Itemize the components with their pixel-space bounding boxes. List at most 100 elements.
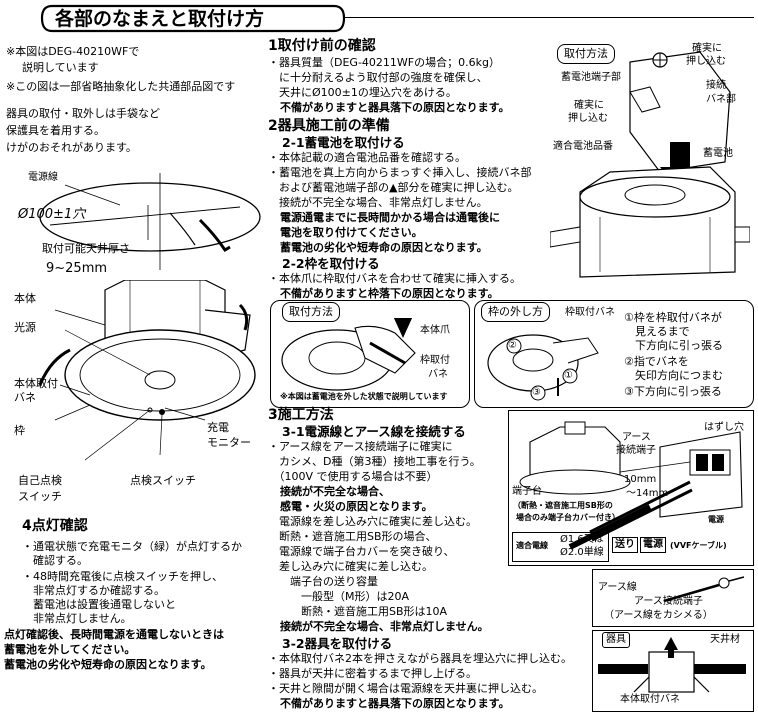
section3-line: ・天井と隙間が開く場合は電源線を天井裏に押し込む。: [268, 682, 543, 695]
section3-line: （100V で使用する場合は不要）: [268, 470, 438, 483]
section2-1-heading: 2-1蓄電池を取付ける: [282, 135, 405, 150]
wire-table: [512, 532, 609, 562]
section3-line: 電源線を差し込み穴に確実に差し込む。: [268, 515, 477, 528]
section1-line: に十分耐えるよう取付部の強度を確保し、: [268, 71, 488, 84]
removal-step: ③下方向に引っ張る: [624, 385, 722, 398]
section4-line: ・48時間充電後に点検スイッチを押し、: [22, 570, 223, 583]
body-spring-label: バネ: [14, 391, 36, 404]
charge-monitor-label: 充電: [207, 421, 229, 434]
self-check-label: スイッチ: [18, 490, 62, 503]
section3-line: 一般型（M形）は20A: [268, 590, 410, 603]
warning-line: 器具の取付・取外しは手袋など: [6, 107, 160, 120]
removal-step: 矢印方向につまむ: [624, 369, 723, 382]
frame-spring-label: 枠取付: [420, 355, 450, 366]
ceiling-material-label: 天井材: [710, 634, 740, 645]
section2-line: および蓄電池端子部の▲部分を確実に押し込む。: [268, 181, 519, 194]
section2-heading: 2器具施工前の準備: [268, 118, 390, 134]
battery-install-tag: 取付方法: [557, 44, 615, 64]
section3-1-heading: 3-1電源線とアース線を接続する: [282, 424, 466, 439]
note-line: ※本図はDEG-40210WFで: [6, 45, 140, 58]
battery-figure: [550, 51, 750, 278]
ceiling-thickness-label: 取付可能天井厚さ: [42, 242, 130, 255]
section3-line: ・アース線をアース接続端子に確実に: [268, 440, 453, 453]
connection-spring-label: 接続: [706, 80, 726, 91]
section2-warning: 蓄電池の劣化や短寿命の原因となります。: [280, 241, 488, 254]
removal-step: ①枠を枠取付バネが: [624, 311, 722, 324]
fixture-tag: 器具: [602, 632, 630, 648]
section4-line: 非常点灯するか確認する。: [22, 584, 165, 597]
note-line: 説明しています: [22, 61, 99, 74]
wire-table-value: Ø2.0単線: [560, 547, 604, 558]
section2-warning: 電池を取り付けてください。: [280, 226, 423, 239]
body-label: 本体: [14, 292, 36, 305]
check-switch-label: 点検スイッチ: [130, 474, 196, 487]
page-title: 各部のなまえと取付け方: [55, 8, 265, 30]
section4-line: 非常点灯しません。: [22, 612, 132, 625]
send-tag: 送り: [612, 537, 638, 553]
removal-step: 見えるまで: [624, 325, 690, 338]
wire-table-label: 適合電線: [516, 541, 548, 550]
power-cable-label: 電源: [708, 515, 724, 524]
section1-warning: 不備がありますと器具落下の原因となります。: [280, 101, 510, 114]
section4-line: ・通電状態で充電モニタ（緑）が点灯するか: [22, 540, 242, 553]
step-number: ②: [508, 340, 517, 351]
frame-label: 枠: [14, 424, 25, 437]
ceiling-thickness-range: 9~25mm: [46, 261, 108, 276]
section2-warning: 電源通電までに長時間かかる場合は通電後に: [280, 211, 500, 224]
body-claw-label: 本体爪: [420, 325, 450, 336]
section4-line: 確認する。: [22, 554, 88, 567]
section4-warning: 蓄電池を外してください。: [4, 643, 136, 656]
section1-line: 天井にØ100±1の埋込穴をあける。: [268, 86, 457, 99]
strip-length-label: 10mm: [624, 474, 657, 485]
earth-terminal-label: アース: [622, 432, 651, 443]
section3-heading: 3施工方法: [268, 407, 334, 423]
frame-removal-figure: [487, 334, 599, 401]
earth-note: （アース線をカシメる）: [604, 610, 713, 621]
section2-line: ・蓄電池を真上方向からまっすぐ挿入し、接続バネ部: [268, 166, 532, 179]
note-line: ※この図は一部省略抽象化した共通部品図です: [6, 80, 236, 93]
title-rule: [344, 17, 754, 18]
push-firmly-label: 押し込む: [686, 56, 726, 67]
wire-table-value: Ø1.6又は: [560, 534, 604, 545]
earth-figure: [663, 576, 745, 603]
strip-length-label: 〜14mm: [626, 488, 669, 499]
frame-spring-label: 枠取付バネ: [565, 307, 615, 318]
fixture-figure: [38, 280, 256, 461]
section2-line: 接続が不完全な場合、非常点灯しません。: [268, 196, 488, 209]
release-hole-label: はずし穴: [704, 422, 744, 433]
push-firmly-label: 確実に: [574, 100, 604, 111]
warning-line: けがのおそれがあります。: [6, 141, 137, 154]
title-frame: [40, 4, 346, 33]
section4-warning: 点灯確認後、長時間電源を通電しないときは: [4, 628, 224, 641]
section3-line: 電源線で端子台カバーを突き破り、: [268, 545, 455, 558]
warning-line: 保護具を着用する。: [6, 124, 105, 137]
section2-line: ・本体記載の適合電池品番を確認する。: [268, 151, 466, 164]
section4-warning: 蓄電池の劣化や短寿命の原因となります。: [4, 658, 212, 671]
hole-size-label: Ø100±1穴: [18, 207, 86, 222]
body-spring-label: 本体取付: [14, 377, 58, 390]
connection-spring-label: バネ部: [706, 94, 736, 105]
ceiling-hole-figure: [39, 173, 261, 270]
section4-line: 蓄電池は設置後通電しないと: [22, 598, 176, 611]
mount-figure: [598, 637, 746, 693]
section3-warning: 感電・火災の原因となります。: [280, 500, 433, 513]
frame-removal-tag: 枠の外し方: [481, 302, 550, 322]
terminal-block-note: （断熱・遮音施工用SB形の: [513, 501, 613, 510]
section3-line: 断熱・遮音施工用SB形の場合、: [268, 530, 437, 543]
terminal-panel: [508, 410, 754, 566]
section3-line: ・本体取付バネ2本を押さえながら器具を埋込穴に押し込む。: [268, 652, 572, 665]
section3-warning: 接続が不完全な場合、: [280, 485, 390, 498]
section3-line: 端子台の送り容量: [268, 575, 378, 588]
push-firmly-label: 押し込む: [568, 113, 608, 124]
section2-2-heading: 2-2枠を取付ける: [282, 256, 380, 271]
step-number: ③: [532, 387, 541, 398]
frame-install-note: ※本図は蓄電池を外した状態で説明しています: [280, 392, 448, 401]
frame-spring-label: バネ: [428, 369, 448, 380]
terminal-block-label: 端子台: [512, 486, 542, 497]
section1-heading: 1取付け前の確認: [268, 38, 376, 54]
removal-step: ②指でバネを: [624, 355, 689, 368]
mount-spring-label: 本体取付バネ: [620, 694, 680, 705]
power-tag: 電源: [640, 537, 666, 553]
removal-step: 下方向に引っ張る: [624, 339, 723, 352]
vvf-label: (VVFケーブル): [670, 541, 727, 550]
